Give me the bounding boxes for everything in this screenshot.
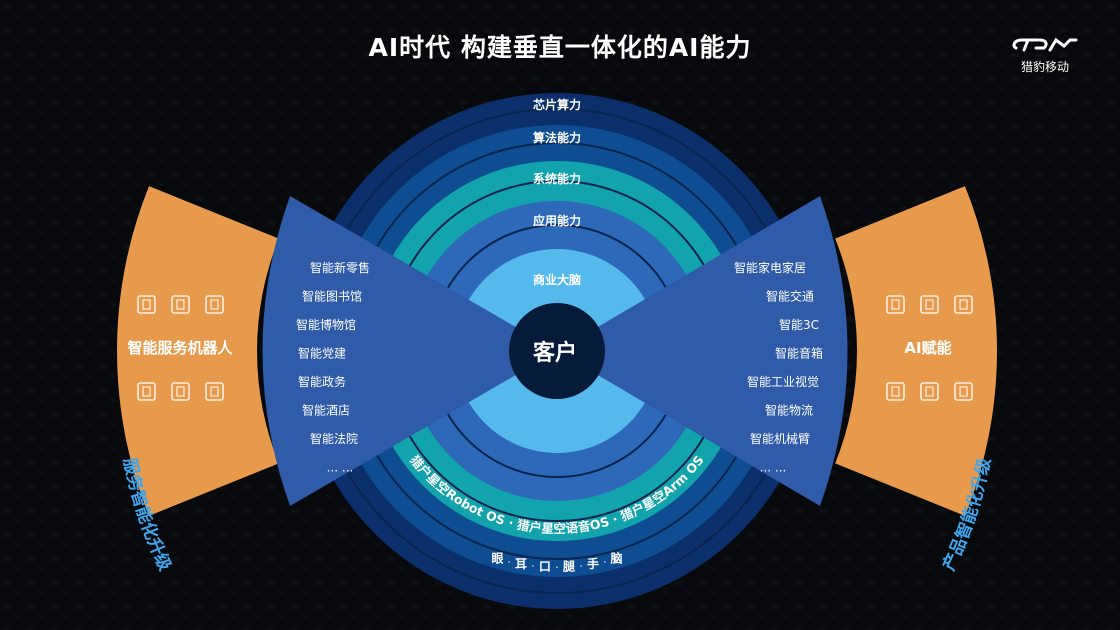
sense-label: 手 [587, 556, 599, 571]
center-label: 客户 [533, 340, 577, 366]
item-label: 智能物流 [765, 403, 813, 418]
item-label: ... ... [760, 461, 787, 475]
ring-label-algorithm: 算法能力 [533, 130, 581, 145]
senses-row: 眼·耳·口·腿·手·脑 [491, 551, 622, 574]
sense-separator: · [579, 560, 583, 573]
item-label: 智能酒店 [302, 403, 350, 418]
center-circle [509, 303, 605, 399]
sense-label: 腿 [563, 559, 576, 574]
right-wing-label: AI赋能 [904, 339, 951, 357]
building-icon [137, 295, 156, 314]
document-icon [171, 295, 190, 314]
truck-icon [954, 382, 973, 401]
item-label: 智能新零售 [310, 260, 370, 275]
item-label: 智能博物馆 [296, 317, 356, 332]
item-label: 智能家电家居 [734, 260, 806, 275]
item-label: 智能政务 [298, 374, 346, 389]
person-icon [171, 382, 190, 401]
gears-icon [920, 382, 939, 401]
logo: 猎豹移动 [1010, 34, 1080, 75]
right-icon-grid [886, 295, 973, 401]
item-label: 智能法院 [310, 431, 358, 446]
sense-label: 脑 [610, 551, 623, 566]
sense-separator: · [531, 560, 535, 573]
book-icon [137, 382, 156, 401]
left-wing-label: 智能服务机器人 [127, 339, 233, 357]
chart-icon [205, 382, 224, 401]
item-label: 智能机械臂 [750, 431, 810, 446]
ring-label-application: 应用能力 [533, 213, 581, 228]
item-label: 智能工业视觉 [747, 374, 819, 389]
logo-text: 猎豹移动 [1020, 60, 1069, 74]
page-title: AI时代 构建垂直一体化的AI能力 [368, 33, 752, 62]
sense-separator: · [555, 561, 559, 574]
sense-separator: · [603, 556, 607, 569]
ring-label-system: 系统能力 [533, 171, 581, 186]
phone-icon [886, 382, 905, 401]
home-icon [886, 295, 905, 314]
sense-label: 耳 [515, 557, 527, 571]
left-blue-wedge [262, 196, 557, 506]
left-icon-grid [137, 295, 224, 401]
sense-separator: · [507, 556, 511, 569]
right-blue-wedge [557, 196, 848, 506]
cheetah-logo-icon [1012, 37, 1078, 52]
item-label: ... ... [327, 461, 354, 475]
item-label: 智能图书馆 [302, 289, 362, 304]
ring-label-business-brain: 商业大脑 [533, 272, 581, 287]
sense-label: 口 [539, 560, 551, 574]
network-icon [954, 295, 973, 314]
right-orange-wing [835, 186, 997, 516]
ring-label-chip: 芯片算力 [533, 97, 581, 112]
museum-icon [205, 295, 224, 314]
people-icon [920, 295, 939, 314]
item-label: 智能交通 [766, 289, 814, 304]
item-label: 智能音箱 [775, 346, 823, 361]
item-label: 智能3C [779, 317, 819, 332]
left-orange-wing [117, 186, 279, 516]
sense-label: 眼 [491, 552, 503, 566]
item-label: 智能党建 [298, 346, 346, 361]
